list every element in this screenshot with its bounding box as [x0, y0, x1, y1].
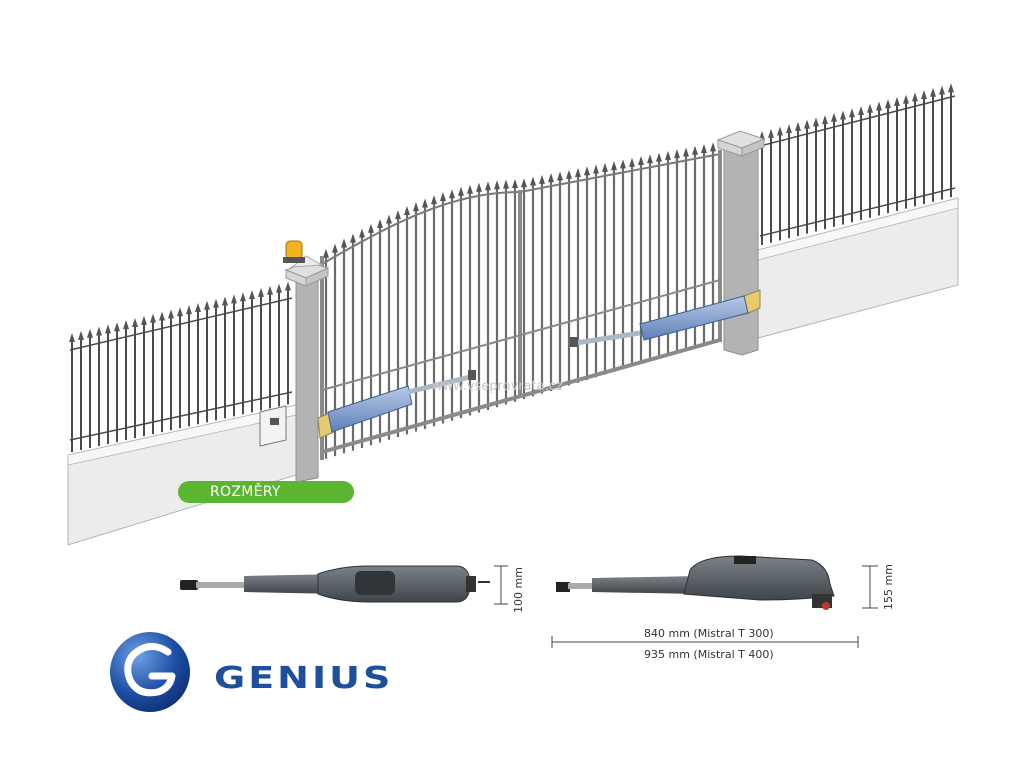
height-small-label: 100 mm [512, 567, 525, 613]
right-pillar [716, 130, 766, 356]
left-gate-motor [317, 370, 476, 439]
swing-gate [320, 142, 722, 460]
height-dimension-small: 100 mm [494, 565, 525, 613]
height-large-label: 155 mm [882, 564, 895, 610]
length-dimension: 840 mm (Mistral T 300) 935 mm (Mistral T… [551, 627, 859, 661]
left-fence [69, 281, 293, 452]
operator-side-view [180, 565, 490, 603]
height-dimension-large: 155 mm [862, 564, 895, 610]
left-wall [67, 404, 297, 546]
warning-lamp-icon [283, 240, 305, 263]
genius-g-logo-icon [110, 632, 190, 712]
right-fence [759, 83, 956, 245]
length-t300-label: 840 mm (Mistral T 300) [644, 627, 774, 640]
brand-wordmark: GENIUS [214, 660, 394, 696]
left-pillar [284, 255, 330, 483]
watermark-text: www.vseprovrata.cz [432, 379, 563, 394]
right-gate-motor [570, 289, 761, 347]
length-t400-label: 935 mm (Mistral T 400) [644, 648, 774, 661]
dimensions-badge: ROZMĚRY [178, 481, 354, 503]
operator-top-view [556, 555, 835, 610]
control-box-icon [259, 405, 287, 447]
